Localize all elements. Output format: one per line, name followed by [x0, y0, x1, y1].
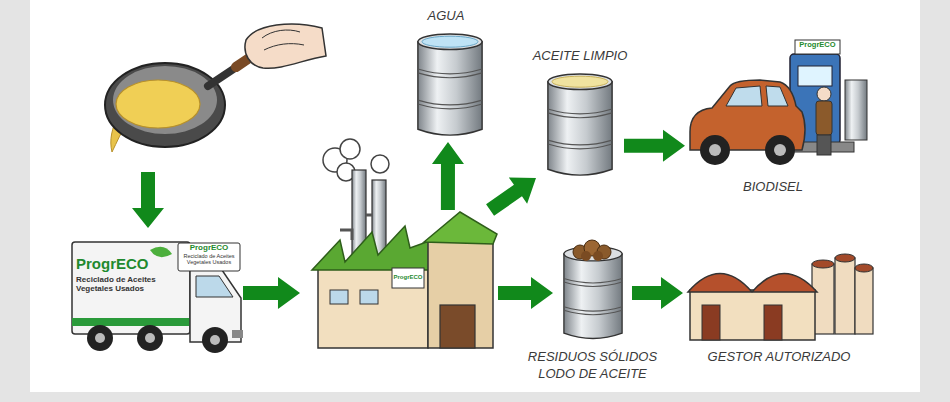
- clean-oil: [552, 76, 608, 87]
- truck-box: [72, 242, 190, 334]
- water-barrel: AGUA: [410, 28, 490, 142]
- plant-building: [318, 268, 428, 348]
- collection-truck: ProgrECOReciclado de Aceites Vegetales U…: [68, 240, 243, 352]
- wheel: [700, 135, 730, 165]
- car-window: [726, 86, 762, 106]
- smoke: [340, 139, 360, 159]
- plant-sign: [392, 268, 424, 288]
- hand: [245, 24, 326, 68]
- plant-roof: [424, 212, 497, 244]
- brand-name: ProgrECO: [795, 41, 840, 49]
- person-head: [817, 87, 831, 101]
- truck-window: [196, 276, 233, 297]
- node-label: ACEITE LIMPIO: [533, 48, 628, 65]
- sludge-barrel: [564, 247, 622, 339]
- slogan: Reciclado de Aceites Vegetales Usados: [76, 275, 168, 293]
- fuel-tank: [845, 80, 867, 140]
- hand-fingers: [262, 30, 304, 50]
- person-body: [816, 101, 832, 135]
- wheel-hub: [774, 144, 786, 156]
- plant-door: [440, 305, 475, 348]
- recycling-plant: ProgrECO: [300, 210, 498, 352]
- warehouse: [690, 290, 815, 340]
- pump-screen: [798, 66, 832, 86]
- warehouse-door: [702, 305, 720, 340]
- plant-window: [360, 290, 378, 304]
- wheel: [765, 135, 795, 165]
- used-oil: [116, 80, 200, 128]
- node-label: RESIDUOS SÓLIDOS LODO DE ACEITE: [523, 349, 663, 383]
- brand-name: ProgrECO: [392, 274, 424, 280]
- water: [422, 36, 478, 47]
- wheel: [137, 325, 163, 351]
- flow-arrow: [243, 277, 300, 309]
- wheel: [87, 325, 113, 351]
- silo: [855, 268, 873, 334]
- sludge: [593, 251, 603, 261]
- flow-arrow: [624, 130, 685, 162]
- flow-arrow: [132, 172, 164, 228]
- wheel-hub: [709, 144, 721, 156]
- warehouse-door: [764, 305, 782, 340]
- flow-arrow: [486, 177, 536, 215]
- node-label: GESTOR AUTORIZADO: [708, 349, 851, 366]
- page-panel: [30, 0, 920, 392]
- pan-body: [105, 63, 225, 147]
- flow-arrow: [432, 142, 464, 210]
- plant-window: [330, 290, 348, 304]
- wheel-hub: [210, 335, 220, 345]
- wheel-hub: [95, 333, 105, 343]
- truck-bumper: [232, 330, 243, 338]
- biodiesel-station: ProgrECOBIODISEL: [685, 36, 875, 175]
- slogan: Reciclado de Aceites Vegetales Usados: [178, 253, 240, 265]
- sludge-barrel: RESIDUOS SÓLIDOS LODO DE ACEITE: [553, 240, 632, 345]
- smoke: [371, 155, 389, 173]
- silo-top: [835, 254, 855, 262]
- node-label: AGUA: [428, 8, 465, 25]
- car-window: [766, 86, 788, 106]
- plant-building: [428, 240, 493, 348]
- water-barrel: [418, 34, 482, 135]
- wheel-hub: [145, 333, 155, 343]
- silo-top: [855, 264, 873, 272]
- plant-roof: [312, 226, 432, 270]
- brand-name: ProgrECO: [76, 256, 181, 273]
- wheel: [202, 327, 228, 353]
- brand-name: ProgrECO: [178, 244, 240, 252]
- leaf: [150, 247, 172, 257]
- node-label: BIODISEL: [743, 179, 803, 196]
- silo-top: [812, 260, 834, 268]
- truck-stripe: [72, 318, 190, 326]
- flow-arrow: [632, 277, 683, 309]
- pump-sign: [795, 40, 840, 54]
- clean-oil-barrel: ACEITE LIMPIO: [536, 68, 624, 184]
- warehouse-roof: [688, 274, 817, 293]
- silo: [835, 258, 855, 334]
- sludge: [581, 251, 591, 261]
- flow-arrow: [498, 277, 553, 309]
- truck-roof-panel: [178, 243, 240, 271]
- authorized-manager: GESTOR AUTORIZADO: [683, 252, 875, 345]
- person-legs: [817, 135, 831, 155]
- oil-barrel: [548, 74, 612, 175]
- pan-inside: [113, 66, 217, 134]
